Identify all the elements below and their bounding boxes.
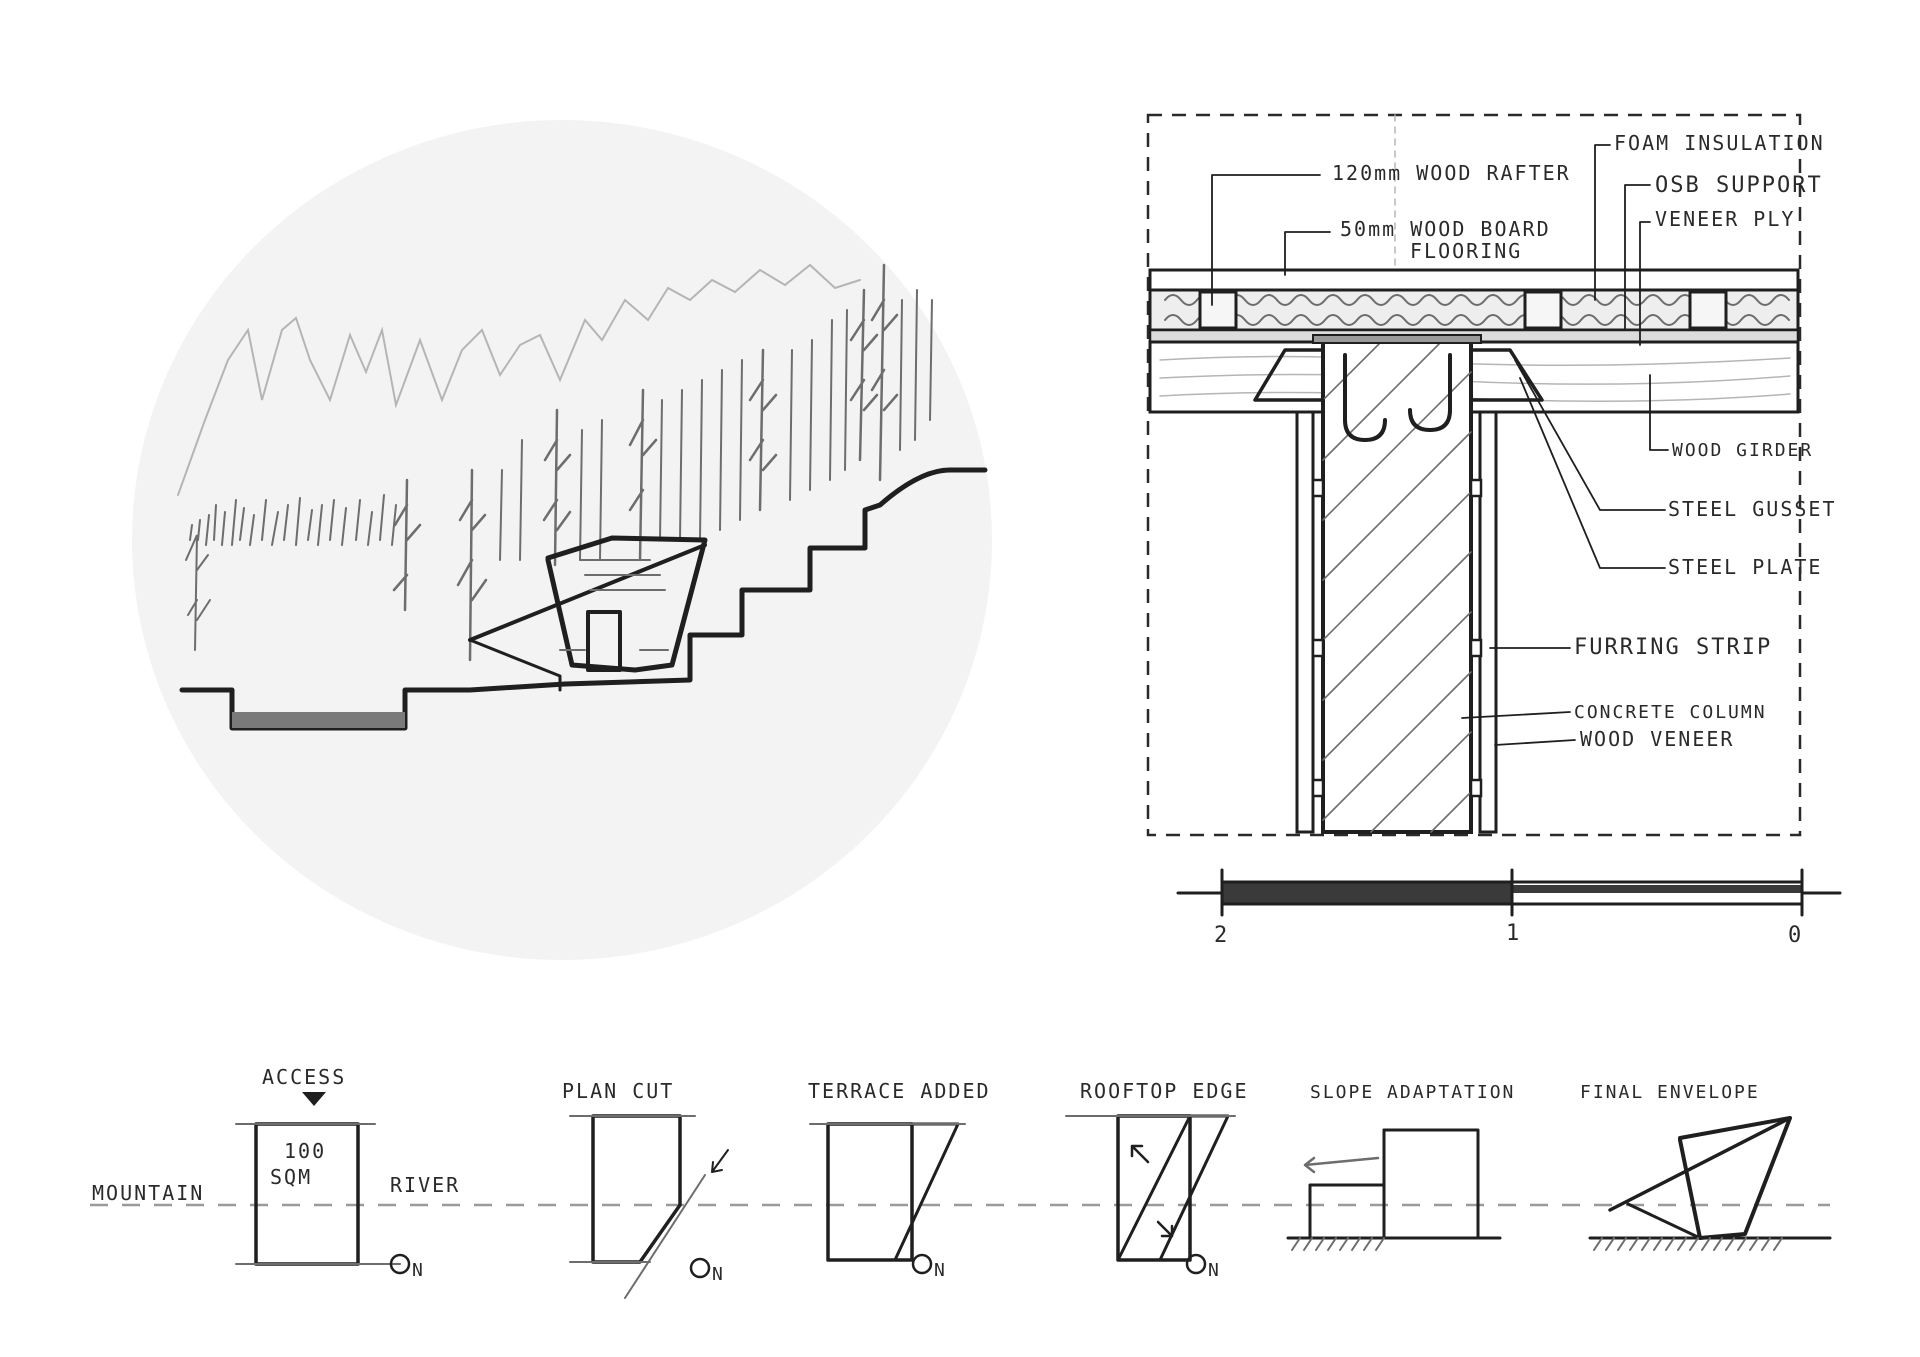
label-furring-strip: FURRING STRIP: [1574, 635, 1772, 660]
furring-strips: [1311, 478, 1483, 798]
access-arrow-icon: [302, 1092, 326, 1106]
forest-hatching: [185, 263, 933, 662]
label-flooring: FLOORING: [1410, 239, 1522, 263]
floor-boards-layer: [1148, 268, 1800, 292]
north-icon: [389, 1253, 411, 1275]
diagram-4-north: N: [1208, 1260, 1221, 1281]
label-veneer-ply: VENEER PLY: [1655, 207, 1795, 231]
diagram-3-north: N: [934, 1260, 947, 1281]
edge-arrow-down-icon: [1156, 1220, 1174, 1238]
detail-frame: [1146, 113, 1802, 837]
scale-tick-0: 0: [1788, 923, 1803, 948]
diagram-slope-adaptation[interactable]: SLOPE ADAPTATION: [1286, 1082, 1515, 1251]
wood-veneer-right: [1478, 410, 1498, 834]
anchor-hook-right: [1408, 353, 1452, 432]
diagram-final-envelope[interactable]: FINAL ENVELOPE: [1580, 1082, 1832, 1251]
terrace-hatch: [893, 1122, 960, 1262]
wood-veneer-left: [1295, 410, 1315, 834]
anchor-hook-left: [1343, 353, 1387, 442]
foundation-slab: [232, 712, 405, 728]
cut-arrow-icon: [711, 1149, 729, 1173]
diagram-access[interactable]: ACCESS 100 SQM MOUNTAIN RIVER N: [92, 1065, 460, 1281]
steel-gusset-right: [1469, 348, 1544, 402]
label-steel-plate: STEEL PLATE: [1668, 555, 1822, 579]
diagram-2-north: N: [712, 1264, 725, 1285]
side-label-mountain: MOUNTAIN: [92, 1181, 204, 1205]
site-section-sketch: [132, 120, 992, 960]
mountain-outline: [177, 263, 861, 496]
label-steel-gusset: STEEL GUSSET: [1668, 497, 1837, 521]
diagram-1-north: N: [412, 1260, 425, 1281]
steel-gusset-left: [1253, 348, 1325, 402]
diagram-1-title: ACCESS: [262, 1065, 346, 1089]
section-background-circle: [132, 120, 992, 960]
diagram-2-title: PLAN CUT: [562, 1079, 674, 1103]
side-label-river: RIVER: [390, 1173, 460, 1197]
steel-plate: [1312, 334, 1482, 344]
label-wood-rafter: 120mm WOOD RAFTER: [1332, 161, 1571, 185]
diagram-1-unit: SQM: [270, 1165, 312, 1189]
diagram-3-title: TERRACE ADDED: [808, 1079, 991, 1103]
terrain-profile[interactable]: [179, 467, 988, 731]
diagram-1-area: 100: [284, 1139, 326, 1163]
label-foam-insulation: FOAM INSULATION: [1614, 131, 1825, 155]
diagram-5-title: SLOPE ADAPTATION: [1310, 1082, 1515, 1103]
slope-arrow-icon: [1303, 1156, 1380, 1174]
scale-bar: 2 1 0: [1176, 868, 1842, 948]
cabin-volume[interactable]: [468, 535, 708, 692]
diagram-4-title: ROOFTOP EDGE: [1080, 1079, 1249, 1103]
column-hatch: [1322, 339, 1472, 833]
label-wood-board: 50mm WOOD BOARD: [1340, 217, 1551, 241]
leader-lines: [1211, 144, 1669, 746]
label-concrete-column: CONCRETE COLUMN: [1574, 702, 1767, 723]
edge-arrow-up-icon: [1130, 1144, 1150, 1164]
scale-tick-2: 2: [1214, 923, 1229, 948]
diagram-plan-cut[interactable]: PLAN CUT N: [562, 1079, 729, 1299]
north-icon: [689, 1257, 711, 1279]
scale-segment-dark: [1220, 880, 1514, 906]
diagram-terrace-added[interactable]: TERRACE ADDED N: [808, 1079, 991, 1281]
rafter-blocks: [1198, 290, 1728, 330]
label-wood-girder: WOOD GIRDER: [1672, 440, 1813, 461]
north-icon: [1185, 1253, 1207, 1275]
label-wood-veneer: WOOD VENEER: [1580, 727, 1734, 751]
north-icon: [911, 1253, 933, 1275]
construction-detail: 120mm WOOD RAFTER 50mm WOOD BOARD FLOORI…: [1146, 113, 1837, 837]
label-osb-support: OSB SUPPORT: [1655, 173, 1823, 198]
diagram-6-title: FINAL ENVELOPE: [1580, 1082, 1760, 1103]
diagram-rooftop-edge[interactable]: ROOFTOP EDGE N: [1065, 1079, 1249, 1281]
scale-tick-1: 1: [1506, 921, 1521, 946]
